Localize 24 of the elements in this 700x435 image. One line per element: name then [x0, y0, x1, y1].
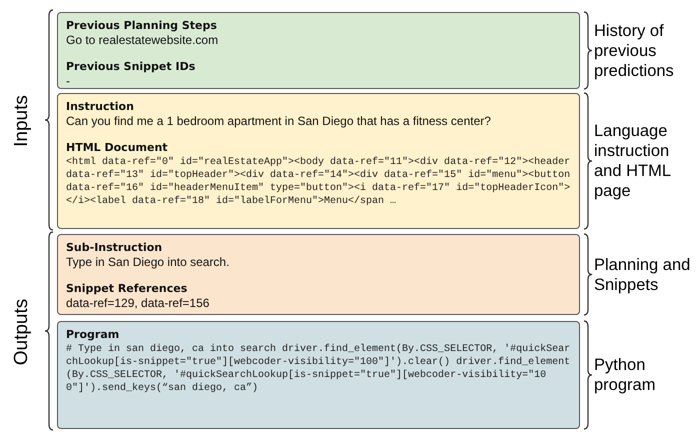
side-label: History of previous predictions [594, 20, 675, 80]
body-text: Type in San Diego into search. [66, 255, 230, 270]
section-heading: Instruction [66, 100, 135, 114]
section-heading: Snippet References [66, 282, 188, 296]
section-heading: Sub-Instruction [66, 241, 164, 255]
body-text: Can you find me a 1 bedroom apartment in San Diego that has a fitness center? [66, 114, 492, 129]
section-heading: Program [66, 328, 120, 342]
section-heading: Previous Planning Steps [66, 19, 218, 33]
content-panel [57, 12, 580, 89]
section-heading: HTML Document [66, 141, 169, 155]
group-label: Outputs [11, 298, 33, 365]
group-label: Inputs [11, 94, 33, 146]
side-label: Python program [594, 355, 656, 395]
content-panel [57, 93, 580, 229]
body-text: - [66, 74, 71, 89]
code-text: <html data-ref="0" id="realEstateApp"><body data-ref="11"><div data-ref="12"><header data-ref="13" id="topHeader"><div data-ref="14"><div data-ref="15" id="menu"><button data-ref="16" id="headerMenuItem" type="button"><i data-ref="17" id="topHeaderIcon"></i><label data-ref="18" id="labelForMenu">Menu</span … [66, 156, 571, 208]
side-label: Planning and Snippets [594, 254, 692, 294]
content-panel [57, 321, 580, 429]
code-text: # Type in san diego, ca into search driver.find_element(By.CSS_SELECTOR, '#quickSearchLookup[is-snippet="true"][webcoder-visibility="100"]').clear() driver.find_element(By.CSS_SELECTOR, '#quickSearchLookup[is-snippet="true"][webcoder-visibility="100"]').send_keys(“san diego, ca”) [66, 343, 571, 395]
side-label: Language instruction and HTML page [594, 121, 672, 201]
body-text: data-ref=129, data-ref=156 [66, 296, 210, 311]
section-heading: Previous Snippet IDs [66, 60, 196, 74]
body-text: Go to realestatewebsite.com [66, 33, 220, 48]
content-panel [57, 234, 580, 315]
